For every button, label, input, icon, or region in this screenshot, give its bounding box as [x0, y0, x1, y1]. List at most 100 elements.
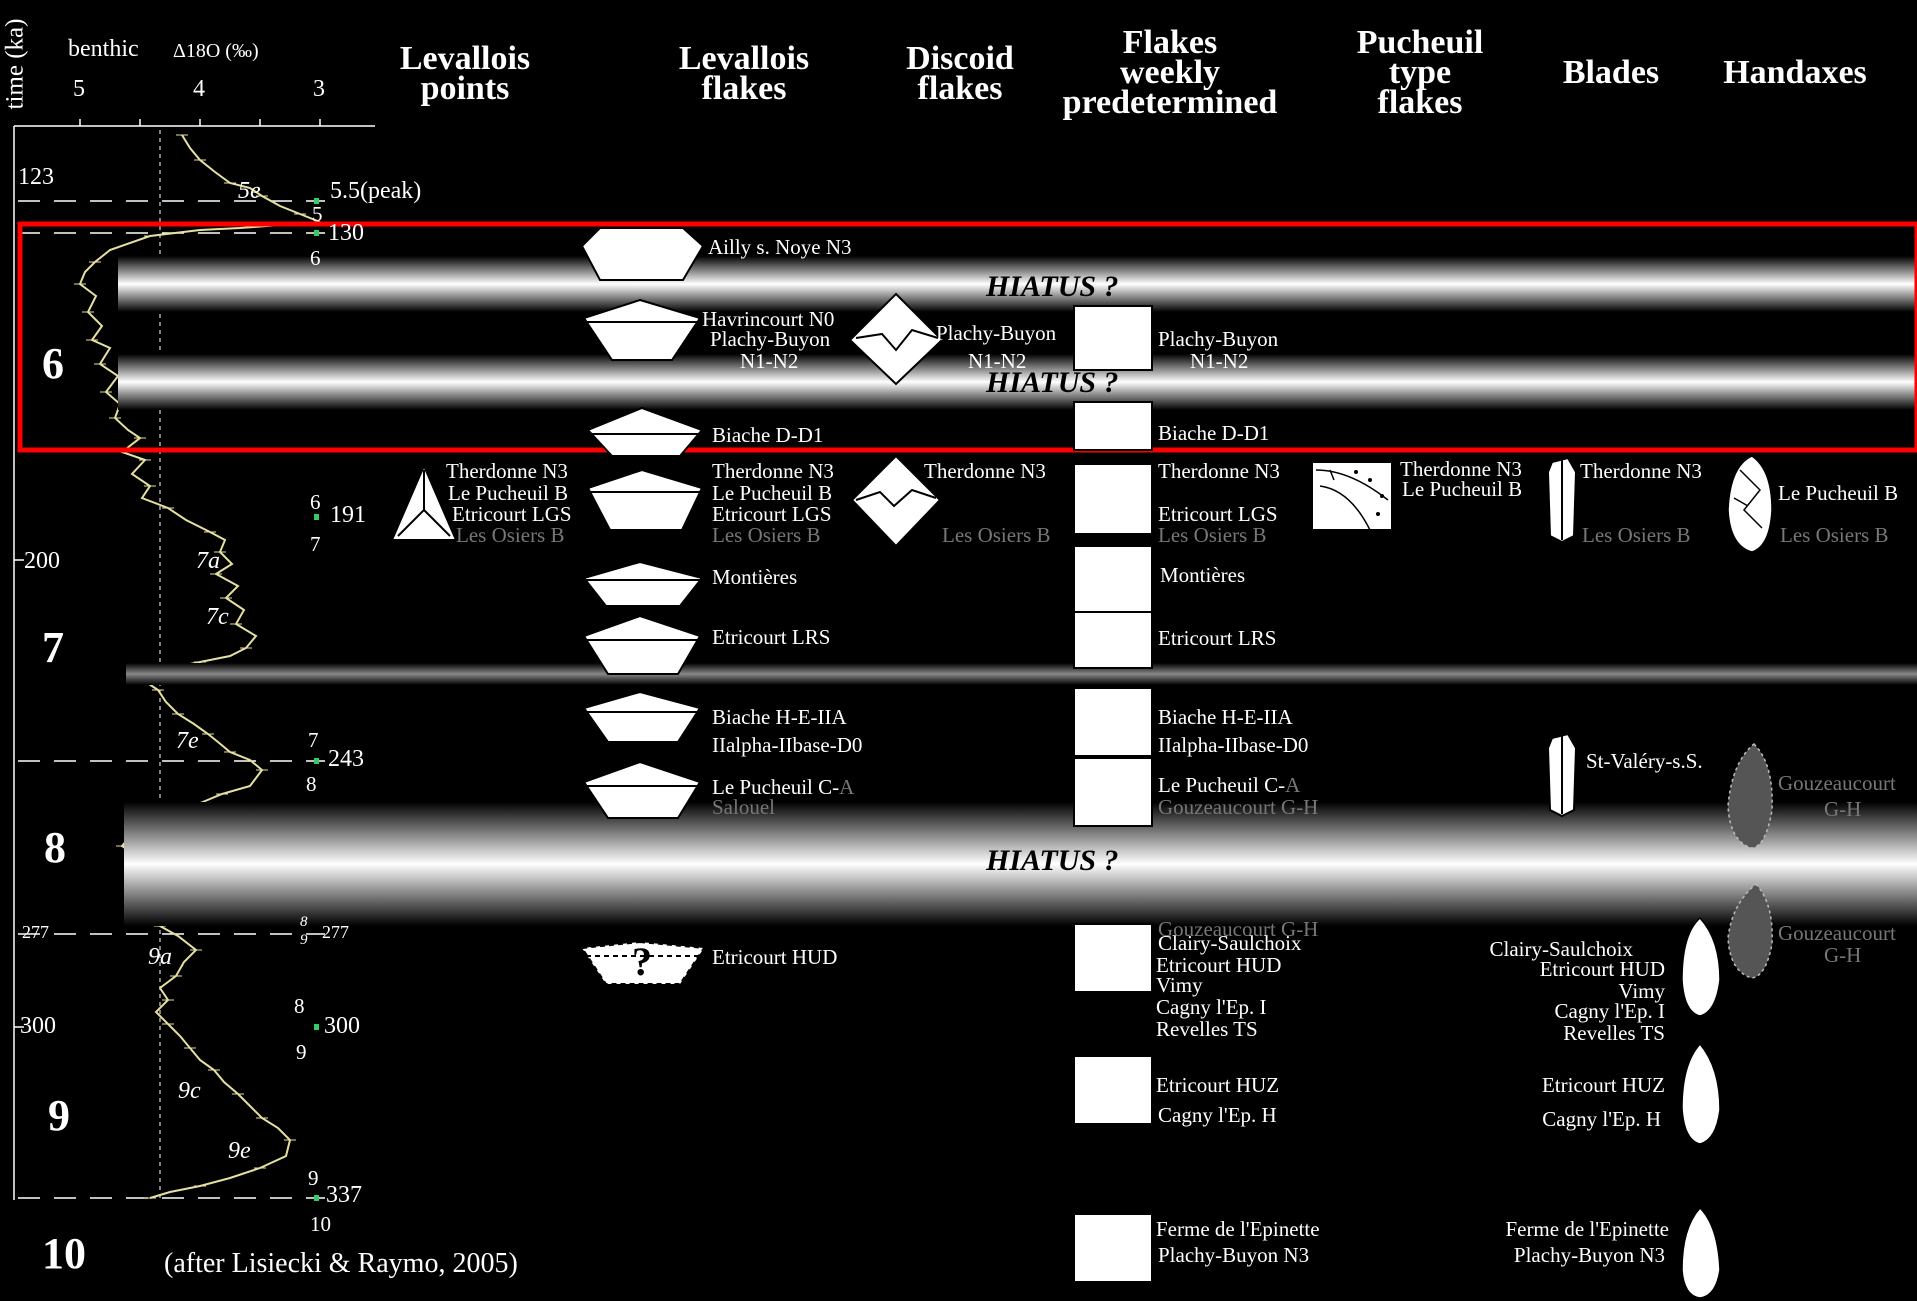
d18o-tick-4: 4 — [193, 76, 205, 102]
fw-iialpha: IIalpha-IIbase-D0 — [1158, 733, 1309, 757]
col-levallois-points: Levallois points — [399, 40, 531, 107]
hiatus-band-1 — [118, 256, 1917, 312]
fw-revelles: Revelles TS — [1156, 1017, 1258, 1041]
time-tick-277: 277 — [22, 922, 49, 942]
boundary-337: 337 — [326, 1182, 362, 1208]
blade-icons — [1546, 456, 1578, 818]
highlight-box — [17, 221, 1917, 453]
boundary-8b: 8 — [294, 994, 305, 1018]
ha-pucheuil: Le Pucheuil B — [1778, 481, 1899, 505]
levallois-flake-icons — [580, 227, 706, 985]
fw-n1n2: N1-N2 — [1190, 349, 1249, 373]
fw-biache: Biache D-D1 — [1158, 421, 1270, 445]
hiatus-band-3 — [124, 802, 1917, 926]
stage-9: 9 — [48, 1091, 70, 1140]
time-tick-123: 123 — [18, 164, 54, 190]
lp-pucheuil: Le Pucheuil B — [448, 481, 569, 505]
lp-osiers: Les Osiers B — [456, 523, 565, 547]
boundary-5-5: 5.5(peak) — [330, 178, 422, 204]
lf-pucheuil-c: Le Pucheuil C-A — [712, 775, 855, 799]
ha-cagny-i: Cagny l'Ep. I — [1554, 999, 1665, 1023]
lf-therdonne: Therdonne N3 — [712, 459, 834, 483]
boundary-300: 300 — [324, 1013, 360, 1039]
fw-therdonne: Therdonne N3 — [1158, 459, 1280, 483]
bl-osiers: Les Osiers B — [1582, 523, 1691, 547]
lf-plachy: Plachy-Buyon — [710, 327, 831, 351]
handaxe-icons — [1681, 455, 1773, 1299]
ha-gouzeaucourt-1b: G-H — [1824, 797, 1862, 821]
substage-9e: 9e — [228, 1138, 251, 1164]
discoid-flake-icons — [848, 292, 944, 548]
time-tick-300: 300 — [20, 1013, 56, 1039]
fw-cagny-h: Cagny l'Ep. H — [1158, 1103, 1277, 1127]
green-ticks — [314, 198, 319, 1201]
d18o-tick-3: 3 — [313, 76, 325, 102]
boundary-130: 130 — [328, 220, 364, 246]
lf-osiers: Les Osiers B — [712, 523, 821, 547]
fw-cagny-i: Cagny l'Ep. I — [1156, 995, 1267, 1019]
fw-biache-h: Biache H-E-IIA — [1158, 705, 1293, 729]
levallois-point-icon — [390, 463, 458, 541]
col-discoid-flakes: Discoid flakes — [906, 40, 1014, 107]
lf-salouel: Salouel — [712, 795, 775, 819]
fw-pucheuil-c: Le Pucheuil C-A — [1158, 773, 1301, 797]
col-levallois-flakes: Levallois flakes — [678, 40, 810, 107]
pt-therdonne: Therdonne N3 — [1400, 457, 1522, 481]
boundary-8-over: 8 — [300, 914, 308, 930]
boundary-243: 243 — [328, 746, 364, 772]
fw-plachy: Plachy-Buyon — [1158, 327, 1279, 351]
df-plachy: Plachy-Buyon — [936, 321, 1057, 345]
boundary-9c: 9 — [308, 1166, 319, 1190]
lp-therdonne: Therdonne N3 — [446, 459, 568, 483]
boundary-6: 6 — [310, 246, 321, 270]
lf-ailly: Ailly s. Noye N3 — [708, 235, 852, 259]
bl-therdonne: Therdonne N3 — [1580, 459, 1702, 483]
fw-vimy: Vimy — [1156, 973, 1203, 997]
stage-7: 7 — [42, 623, 64, 672]
col-handaxes: Handaxes — [1723, 54, 1867, 91]
lf-pucheuil: Le Pucheuil B — [712, 481, 833, 505]
fw-etricourt-lrs: Etricourt LRS — [1158, 626, 1277, 650]
fw-plachy-n3: Plachy-Buyon N3 — [1158, 1243, 1310, 1267]
ha-cagny-h: Cagny l'Ep. H — [1542, 1107, 1661, 1131]
fw-gouzeaucourt-1: Gouzeaucourt G-H — [1158, 795, 1319, 819]
ha-ferme: Ferme de l'Epinette — [1505, 1217, 1669, 1241]
grey-band — [126, 663, 1917, 685]
hiatus-label-3: HIATUS ? — [986, 844, 1119, 877]
hiatus-band-2 — [118, 354, 1917, 410]
boundary-6b: 6 — [310, 490, 321, 514]
boundary-lines — [18, 200, 325, 1199]
lf-iialpha: IIalpha-IIbase-D0 — [712, 733, 863, 757]
boundary-8: 8 — [306, 772, 317, 796]
ha-clairy: Clairy-Saulchoix — [1489, 937, 1633, 961]
substage-5e: 5e — [238, 178, 261, 204]
col-pucheuil: Pucheuil type flakes — [1356, 24, 1484, 121]
hiatus-label-1: HIATUS ? — [986, 270, 1119, 303]
bl-stvalery: St-Valéry-s.S. — [1586, 749, 1703, 773]
lf-biache-h: Biache H-E-IIA — [712, 705, 847, 729]
lf-etricourt-lrs: Etricourt LRS — [712, 625, 831, 649]
boundary-5: 5 — [312, 202, 323, 226]
fw-etricourt-hud: Etricourt HUD — [1156, 953, 1282, 977]
lf-etricourt-lgs: Etricourt LGS — [712, 502, 832, 526]
fw-ferme: Ferme de l'Epinette — [1156, 1217, 1320, 1241]
boundary-9b: 9 — [296, 1040, 307, 1064]
boundary-7a: 7 — [310, 532, 321, 556]
fw-etricourt-huz: Etricourt HUZ — [1156, 1073, 1280, 1097]
d18o-label: Δ18O (‰) — [173, 40, 259, 62]
fw-etricourt-lgs: Etricourt LGS — [1158, 502, 1278, 526]
ha-revelles: Revelles TS — [1563, 1021, 1665, 1045]
ha-plachy-n3: Plachy-Buyon N3 — [1513, 1243, 1665, 1267]
lp-etricourt: Etricourt LGS — [452, 502, 572, 526]
df-therdonne: Therdonne N3 — [924, 459, 1046, 483]
df-osiers: Les Osiers B — [942, 523, 1051, 547]
lf-etricourt-hud: Etricourt HUD — [712, 945, 838, 969]
boundary-9-under: 9 — [300, 932, 308, 948]
stage-6: 6 — [42, 339, 64, 388]
fw-montieres: Montières — [1160, 563, 1246, 587]
col-flakes-weekly: Flakes weekly predetermined — [1062, 24, 1278, 121]
boundary-191: 191 — [330, 502, 366, 528]
df-n1n2: N1-N2 — [968, 349, 1027, 373]
time-tick-200: 200 — [24, 548, 60, 574]
boundary-7b: 7 — [308, 728, 319, 752]
